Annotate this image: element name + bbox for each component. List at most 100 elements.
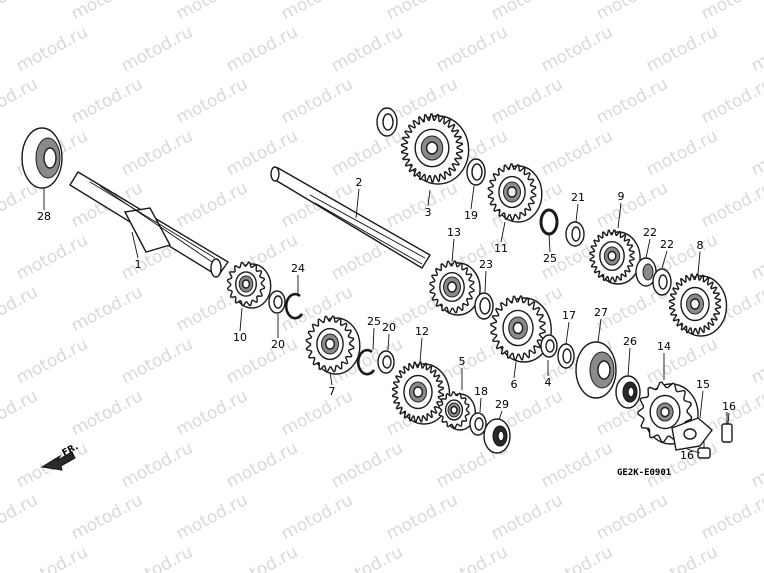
callout-leader [513, 361, 517, 379]
watermark-text: motod.ru [698, 74, 764, 128]
watermark-text: motod.ru [748, 126, 764, 180]
watermark-text: motod.ru [488, 74, 566, 128]
gear-9 [589, 229, 641, 285]
callout-label: 12 [415, 325, 429, 338]
callout-leader [627, 347, 631, 377]
gear-12 [391, 361, 451, 425]
gear-3 [400, 113, 470, 185]
watermark-text: motod.ru [643, 126, 721, 180]
callout-leader [645, 238, 651, 259]
watermark-text: motod.ru [538, 438, 616, 492]
gear-5 [438, 391, 477, 431]
callout-leader [661, 250, 668, 269]
watermark-text: motod.ru [173, 490, 251, 544]
callout-leader [470, 185, 475, 210]
washer-24 [474, 292, 494, 320]
callout-label: 22 [660, 238, 674, 251]
callout-label: 20 [271, 338, 285, 351]
callout-label: 13 [447, 226, 461, 239]
watermark-text: motod.ru [223, 542, 301, 573]
callout-label: 28 [37, 210, 51, 223]
diagram-code: GE2K-E0901 [617, 468, 671, 478]
callout-label: 25 [367, 315, 381, 328]
callout-leader [500, 221, 506, 243]
callout-label: 4 [545, 376, 552, 389]
watermark-text: motod.ru [13, 230, 91, 284]
circlip-25a [284, 292, 304, 320]
callout-label: 1 [135, 258, 142, 271]
callout-label: 16 [722, 400, 736, 413]
callout-label: 16 [680, 449, 694, 462]
watermark-text: motod.ru [223, 438, 301, 492]
circlip-25b [356, 348, 376, 376]
watermark-text: motod.ru [13, 22, 91, 76]
bolt-16a [721, 412, 733, 443]
callout-label: 22 [643, 226, 657, 239]
callout-label: 29 [495, 398, 509, 411]
callout-label: 6 [511, 378, 518, 391]
callout-leader [131, 231, 139, 259]
callout-leader [565, 321, 570, 345]
callout-label: 25 [543, 252, 557, 265]
watermark-text: motod.ru [643, 22, 721, 76]
callout-label: 20 [382, 321, 396, 334]
watermark-text: motod.ru [0, 0, 41, 24]
watermark-text: motod.ru [118, 542, 196, 573]
watermark-text: motod.ru [488, 490, 566, 544]
callout-leader [427, 189, 431, 207]
watermark-text: motod.ru [173, 386, 251, 440]
callout-label: 21 [571, 191, 585, 204]
callout-label: 5 [459, 355, 466, 368]
leader-lines [43, 185, 730, 454]
watermark-text: motod.ru [13, 334, 91, 388]
watermark-text: motod.ru [328, 126, 406, 180]
callout-label: 10 [233, 331, 247, 344]
callout-leader [686, 448, 701, 454]
watermark-text: motod.ru [278, 74, 356, 128]
callout-label: 27 [594, 306, 608, 319]
watermark-text: motod.ru [538, 22, 616, 76]
callout-label: 14 [657, 340, 671, 353]
callout-label: 23 [479, 258, 493, 271]
callout-label: 26 [623, 335, 637, 348]
callout-label: 7 [329, 385, 336, 398]
washer-18 [469, 412, 487, 436]
watermark-text: motod.ru [173, 178, 251, 232]
watermark-text: motod.ru [68, 0, 146, 24]
callout-label: 11 [494, 242, 508, 255]
callout-leader [617, 202, 622, 229]
callout-leader [699, 390, 704, 419]
gear-7 [305, 315, 361, 375]
gear-10 [226, 261, 272, 309]
watermark-text: motod.ru [328, 438, 406, 492]
bearing-29 [21, 127, 63, 189]
callout-leader [387, 333, 390, 351]
callout-label: 3 [425, 206, 432, 219]
circlip-26 [539, 208, 559, 236]
watermark-text: motod.ru [278, 0, 356, 24]
callout-label: 19 [464, 209, 478, 222]
watermark-text: motod.ru [118, 22, 196, 76]
fixing-plate-15 [671, 417, 713, 451]
watermark-text: motod.ru [118, 126, 196, 180]
watermark-text: motod.ru [68, 282, 146, 336]
callout-label: 17 [562, 309, 576, 322]
callout-label: 9 [618, 190, 625, 203]
gear-layer [226, 113, 728, 445]
bolt-16b [697, 440, 711, 459]
watermark-text: motod.ru [383, 178, 461, 232]
watermark-text: motod.ru [173, 74, 251, 128]
watermark-text: motod.ru [278, 386, 356, 440]
callout-label: 15 [696, 378, 710, 391]
watermark-text: motod.ru [13, 542, 91, 573]
washer-22a [565, 221, 585, 247]
watermark-text: motod.ru [118, 438, 196, 492]
watermark-text: motod.ru [0, 386, 41, 440]
callout-leader [697, 251, 701, 275]
callout-leader [484, 270, 487, 293]
watermark-text: motod.ru [0, 282, 41, 336]
washer-4 [540, 334, 558, 358]
watermark-text: motod.ru [593, 490, 671, 544]
